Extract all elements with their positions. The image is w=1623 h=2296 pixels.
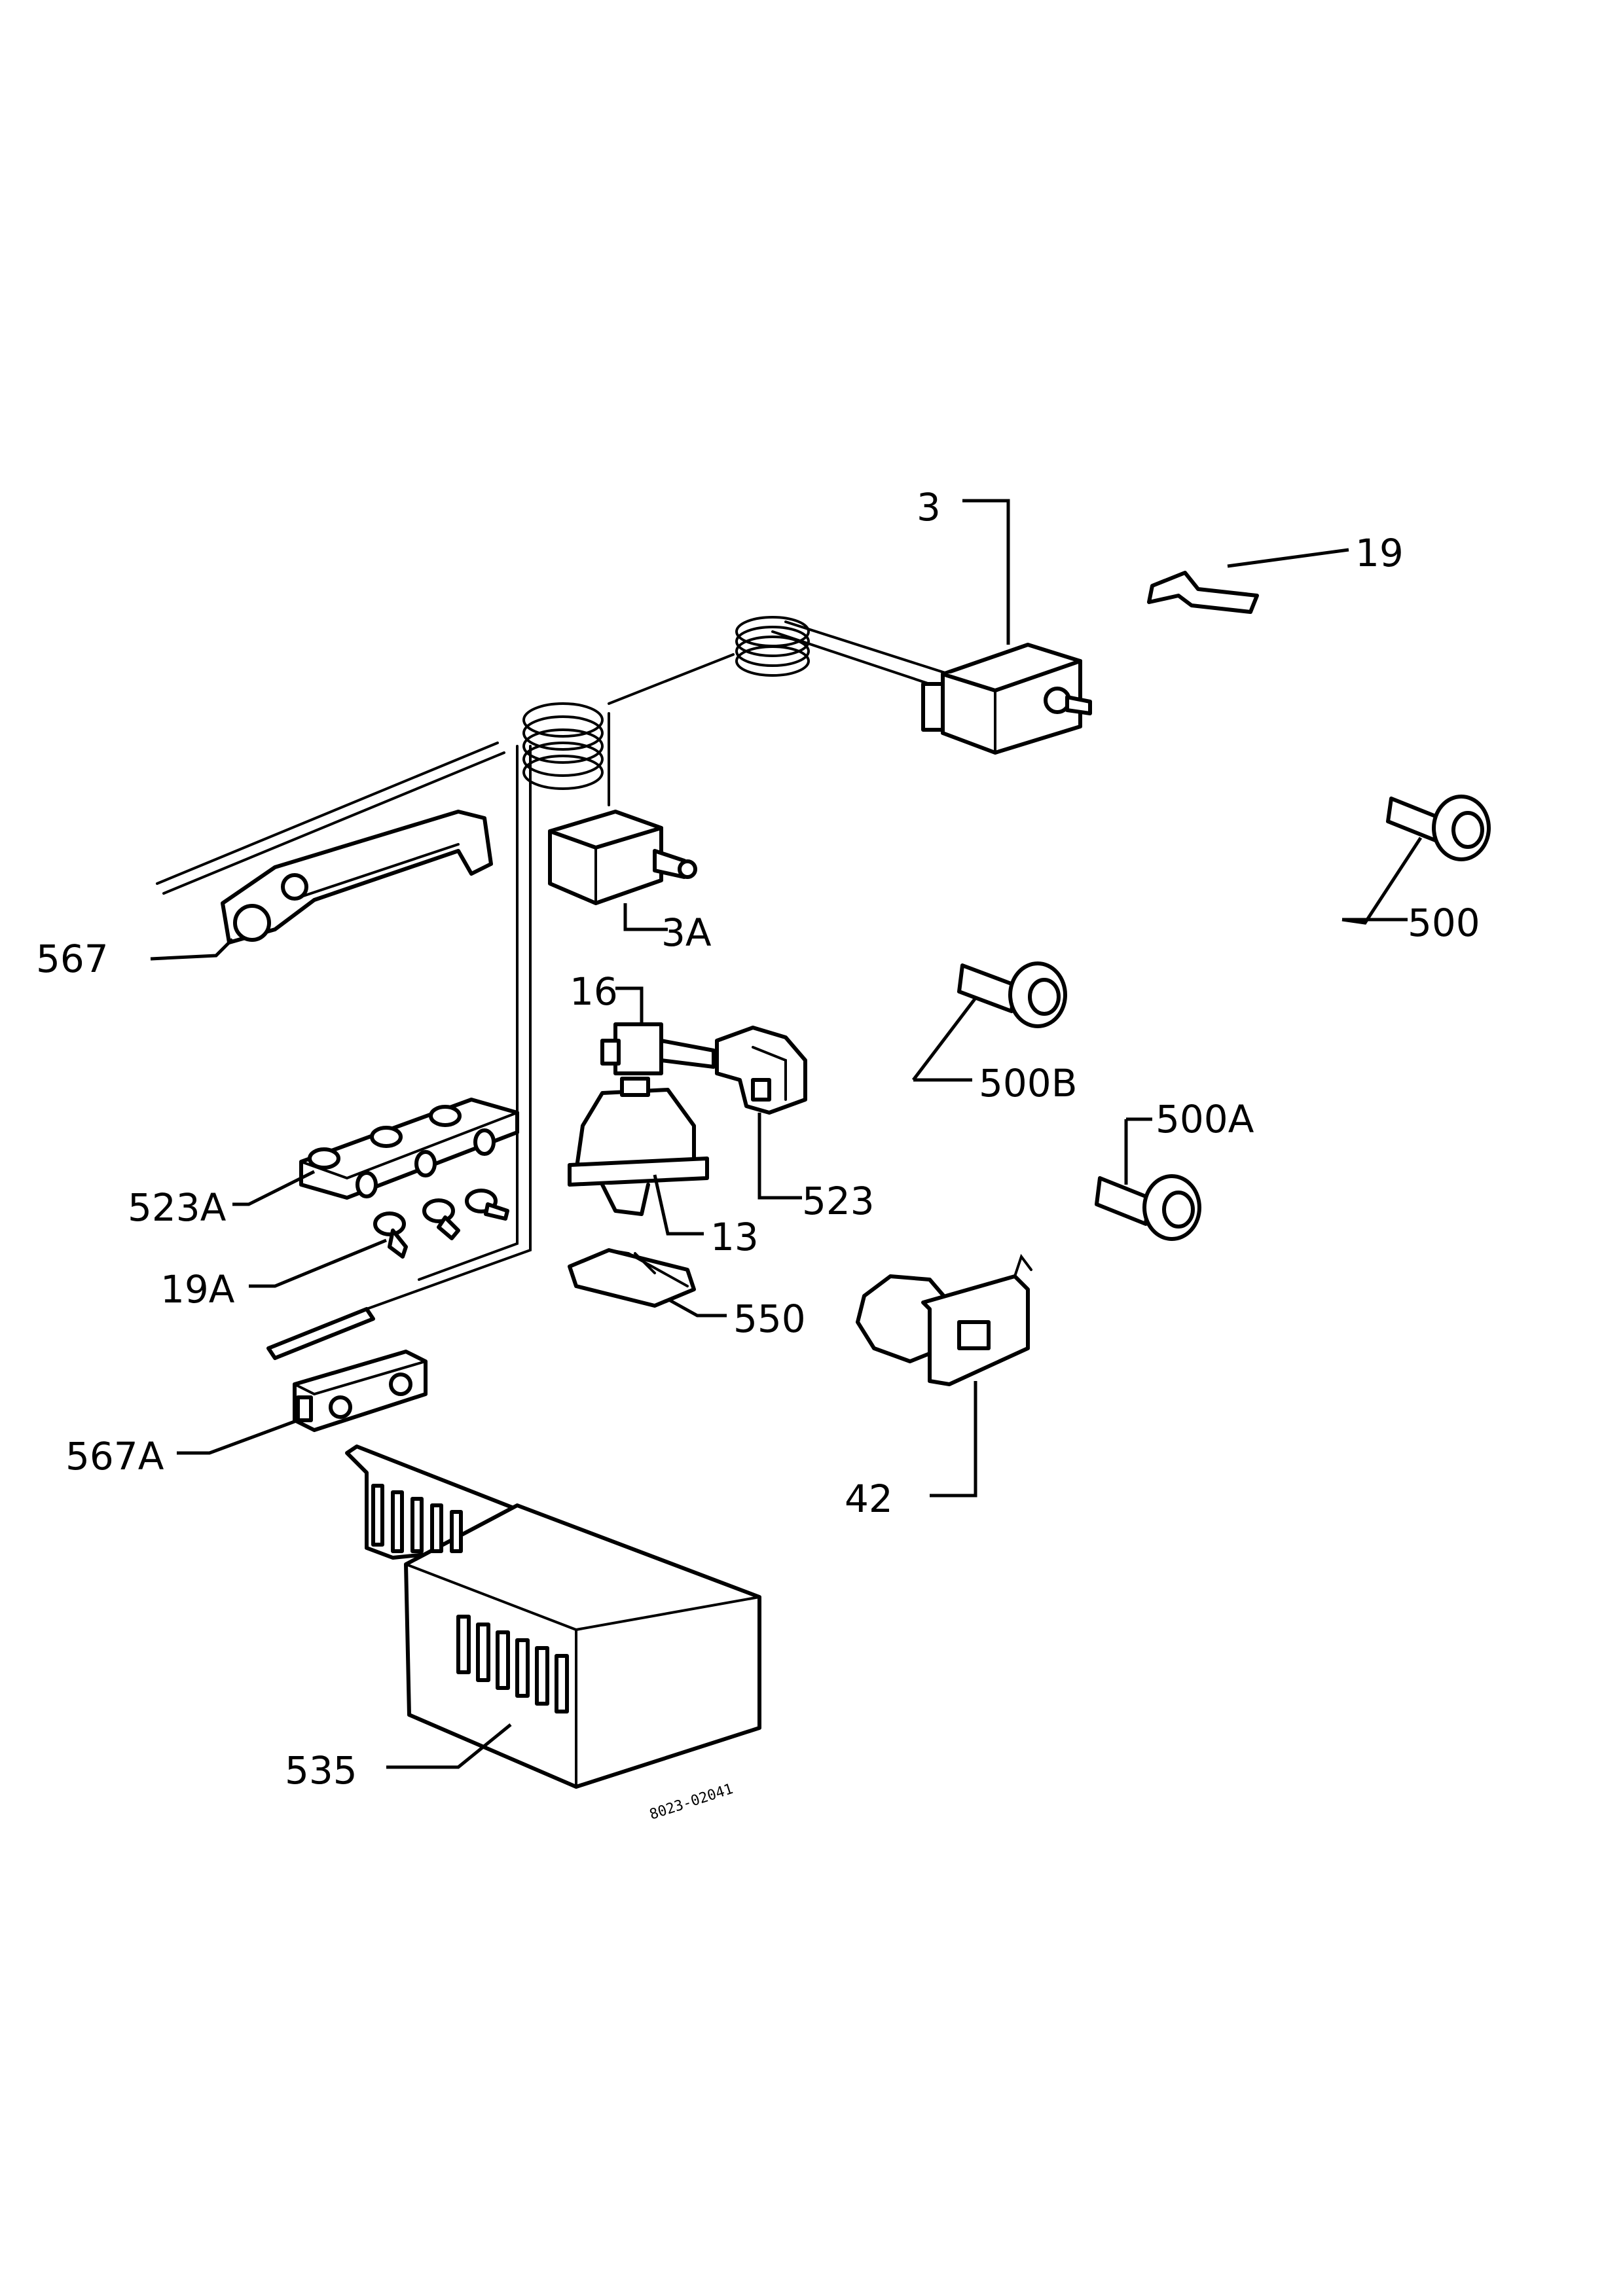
knob-500a <box>1095 1174 1201 1241</box>
callout-500b: 500B <box>979 1061 1078 1105</box>
vent-slots <box>456 1615 569 1713</box>
callout-13: 13 <box>710 1215 759 1259</box>
callout-19: 19 <box>1355 531 1404 575</box>
callout-16: 16 <box>570 969 618 1014</box>
callout-500: 500 <box>1408 901 1480 945</box>
bracket-567 <box>221 810 493 944</box>
switch-16 <box>600 1022 716 1075</box>
callout-567a: 567A <box>65 1434 164 1479</box>
capillary-coil-lower <box>522 702 604 790</box>
lamp-strip-523a <box>299 1098 519 1200</box>
thermostat-3 <box>921 643 1092 755</box>
capillary-tubes <box>156 620 951 1310</box>
callout-550: 550 <box>733 1297 806 1341</box>
clamp-plate-567a <box>293 1350 428 1432</box>
callout-500a: 500A <box>1156 1097 1254 1141</box>
thermostat-3a <box>548 810 697 905</box>
sensor-probe <box>266 1307 375 1360</box>
knob-500b <box>957 961 1067 1028</box>
lamp-holder-523 <box>715 1026 807 1115</box>
clip-19 <box>1147 571 1259 614</box>
electronic-box-535 <box>345 1444 761 1789</box>
callout-3: 3 <box>917 485 941 529</box>
knob-500 <box>1386 795 1491 861</box>
callout-42: 42 <box>845 1477 893 1521</box>
leader-lines <box>150 499 1423 1769</box>
lamp-cover-13 <box>568 1077 709 1216</box>
heat-sink-fins <box>371 1484 463 1553</box>
callout-535: 535 <box>285 1748 357 1793</box>
callout-3a: 3A <box>661 910 712 955</box>
capillary-coil-upper <box>735 616 810 677</box>
callout-567: 567 <box>36 937 109 981</box>
clip-550 <box>568 1248 696 1308</box>
bulbs-19a <box>373 1189 509 1259</box>
callout-523: 523 <box>802 1179 875 1223</box>
callout-19a: 19A <box>160 1267 235 1312</box>
socket-42 <box>856 1253 1032 1386</box>
drawing-code: 8023-02041 <box>647 1781 735 1823</box>
callout-523a: 523A <box>128 1185 227 1230</box>
